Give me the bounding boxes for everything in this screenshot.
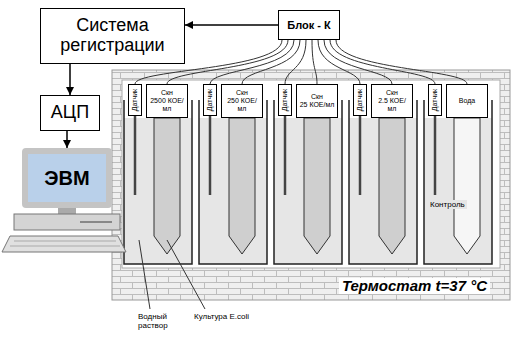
- callout-label: Культура E.coli: [194, 312, 256, 321]
- node-text: АЦП: [51, 103, 89, 123]
- vessel: [199, 100, 267, 264]
- node-text: Система регистрации: [43, 16, 182, 56]
- probe: [359, 116, 362, 195]
- vessel-label: Контроль: [428, 200, 467, 209]
- leader-line: [139, 240, 150, 309]
- vessel: [424, 100, 492, 264]
- node-text: ЭВМ: [44, 167, 89, 189]
- sensor-label: Датчик: [356, 89, 364, 111]
- sensor-label: Датчик: [131, 89, 139, 111]
- region-title: Термостат t=37 °С: [339, 278, 490, 295]
- culture-tube: [154, 118, 180, 254]
- concentration-box: Вода: [446, 84, 488, 118]
- culture-tube: [229, 118, 255, 254]
- probe: [284, 116, 287, 195]
- thermostat-chamber: [122, 80, 500, 268]
- monitor-stand: [58, 208, 76, 214]
- water-tube: [454, 118, 480, 254]
- adc-box: АЦП: [40, 95, 100, 131]
- sensor-wire: [285, 40, 306, 84]
- callout-label: Водный раствор: [138, 312, 190, 330]
- control-block: Блок - К: [278, 10, 340, 40]
- keyboard: [2, 236, 126, 252]
- sensor-box: Датчик: [278, 84, 292, 116]
- node-text: Блок - К: [287, 19, 330, 31]
- sensor-wire: [330, 40, 435, 84]
- node-text: Вода: [459, 97, 475, 105]
- drive-slot: [80, 221, 112, 223]
- node-text: 2.5 КОЕ/мл: [374, 97, 410, 112]
- node-text: Скн: [236, 89, 248, 97]
- computer-monitor: ЭВМ: [22, 148, 112, 208]
- concentration-box: Скн2.5 КОЕ/мл: [371, 84, 413, 118]
- sensor-label: Датчик: [206, 89, 214, 111]
- sensor-wire: [312, 40, 317, 84]
- node-text: Скн: [161, 89, 173, 97]
- probe: [209, 116, 212, 195]
- sensor-label: Датчик: [281, 89, 289, 111]
- concentration-box: Скн25 КОЕ/мл: [296, 84, 338, 118]
- sensor-box: Датчик: [203, 84, 217, 116]
- node-text: Скн: [386, 89, 398, 97]
- signal-arrow: [69, 64, 71, 95]
- vessel: [274, 100, 342, 264]
- signal-arrow: [66, 131, 68, 148]
- node-text: 25 КОЕ/мл: [300, 101, 335, 109]
- sensor-wire: [210, 40, 294, 84]
- culture-tube: [379, 118, 405, 254]
- sensor-box: Датчик: [428, 84, 442, 116]
- concentration-box: Скн250 КОЕ/мл: [221, 84, 263, 118]
- leader-line: [167, 240, 205, 309]
- concentration-box: Скн2500 КОЕ/мл: [146, 84, 188, 118]
- probe: [434, 116, 437, 195]
- process-box: Система регистрации: [40, 8, 185, 64]
- sensor-box: Датчик: [128, 84, 142, 116]
- node-text: Скн: [311, 93, 323, 101]
- node-text: 2500 КОЕ/мл: [149, 97, 185, 112]
- computer-case: [14, 214, 120, 230]
- signal-arrow: [185, 24, 278, 26]
- sensor-wire: [336, 40, 467, 84]
- vessel: [349, 100, 417, 264]
- sensor-wire: [242, 40, 300, 84]
- sensor-box: Датчик: [353, 84, 367, 116]
- sensor-label: Датчик: [431, 89, 439, 111]
- probe: [134, 116, 137, 195]
- thermostat-region: Термостат t=37 °СДатчикСкн2500 КОЕ/млДат…: [112, 70, 510, 300]
- vessel: [124, 100, 192, 264]
- keyboard-keys: [10, 241, 120, 246]
- thermostat-wall: [112, 70, 510, 300]
- node-text: 250 КОЕ/мл: [224, 97, 260, 112]
- culture-tube: [304, 118, 330, 254]
